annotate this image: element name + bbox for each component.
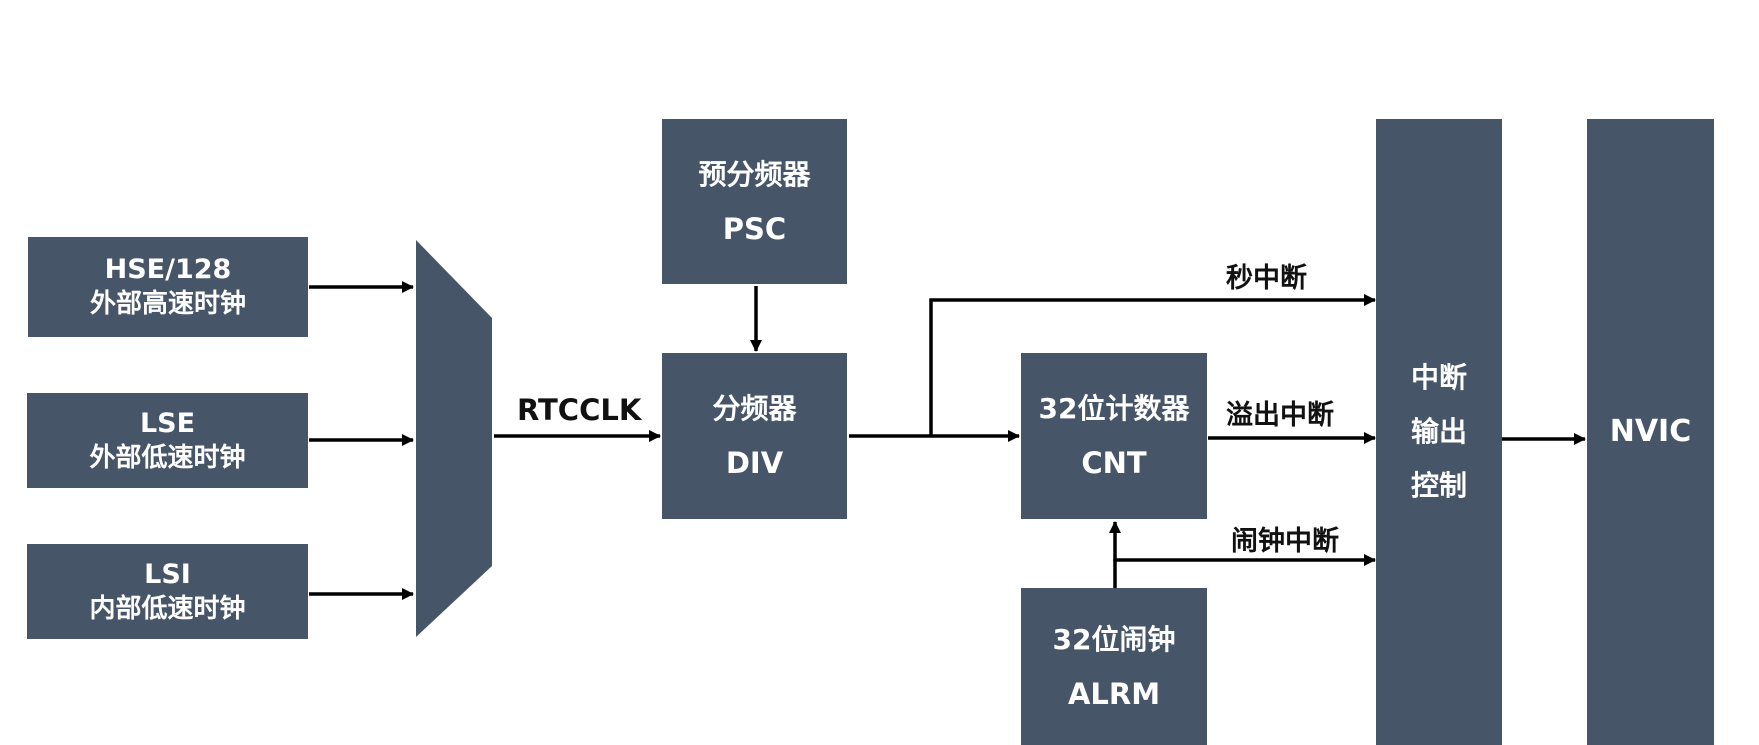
int-control-line1: 中断 <box>1410 361 1467 394</box>
lse-source-box: LSE 外部低速时钟 <box>27 393 308 488</box>
prescaler-en: PSC <box>722 211 787 246</box>
lse-desc: 外部低速时钟 <box>89 442 246 473</box>
alarm-en: ALRM <box>1067 676 1161 711</box>
alarm-cn: 32位闹钟 <box>1052 622 1176 656</box>
nvic-label: NVIC <box>1609 414 1692 449</box>
nvic-box: NVIC <box>1587 119 1714 745</box>
lse-name: LSE <box>139 407 196 439</box>
hse-name: HSE/128 <box>104 254 232 285</box>
arrow-alarm-interrupt <box>1113 554 1376 566</box>
int-control-line2: 输出 <box>1410 415 1467 448</box>
lsi-source-box: LSI 内部低速时钟 <box>27 544 308 639</box>
prescaler-cn: 预分频器 <box>698 157 811 191</box>
alarm-box: 32位闹钟 ALRM <box>1021 588 1207 745</box>
clock-mux <box>416 240 492 637</box>
divider-en: DIV <box>725 446 784 480</box>
hse-desc: 外部高速时钟 <box>89 289 246 319</box>
second-interrupt-label: 秒中断 <box>1226 263 1307 294</box>
interrupt-output-control-box: 中断 输出 控制 <box>1376 119 1502 745</box>
hse-source-box: HSE/128 外部高速时钟 <box>28 237 308 337</box>
lsi-name: LSI <box>144 558 191 590</box>
divider-cn: 分频器 <box>712 392 797 425</box>
arrow-second-interrupt <box>929 294 1376 436</box>
divider-box: 分频器 DIV <box>662 353 847 519</box>
alarm-interrupt-label: 闹钟中断 <box>1231 526 1339 557</box>
counter-en: CNT <box>1081 446 1147 480</box>
rtcclk-label: RTCCLK <box>517 393 642 427</box>
lsi-desc: 内部低速时钟 <box>89 593 246 624</box>
counter-box: 32位计数器 CNT <box>1021 353 1207 519</box>
counter-cn: 32位计数器 <box>1038 392 1190 425</box>
overflow-interrupt-label: 溢出中断 <box>1226 400 1334 431</box>
int-control-line3: 控制 <box>1410 469 1467 502</box>
prescaler-box: 预分频器 PSC <box>662 119 847 284</box>
